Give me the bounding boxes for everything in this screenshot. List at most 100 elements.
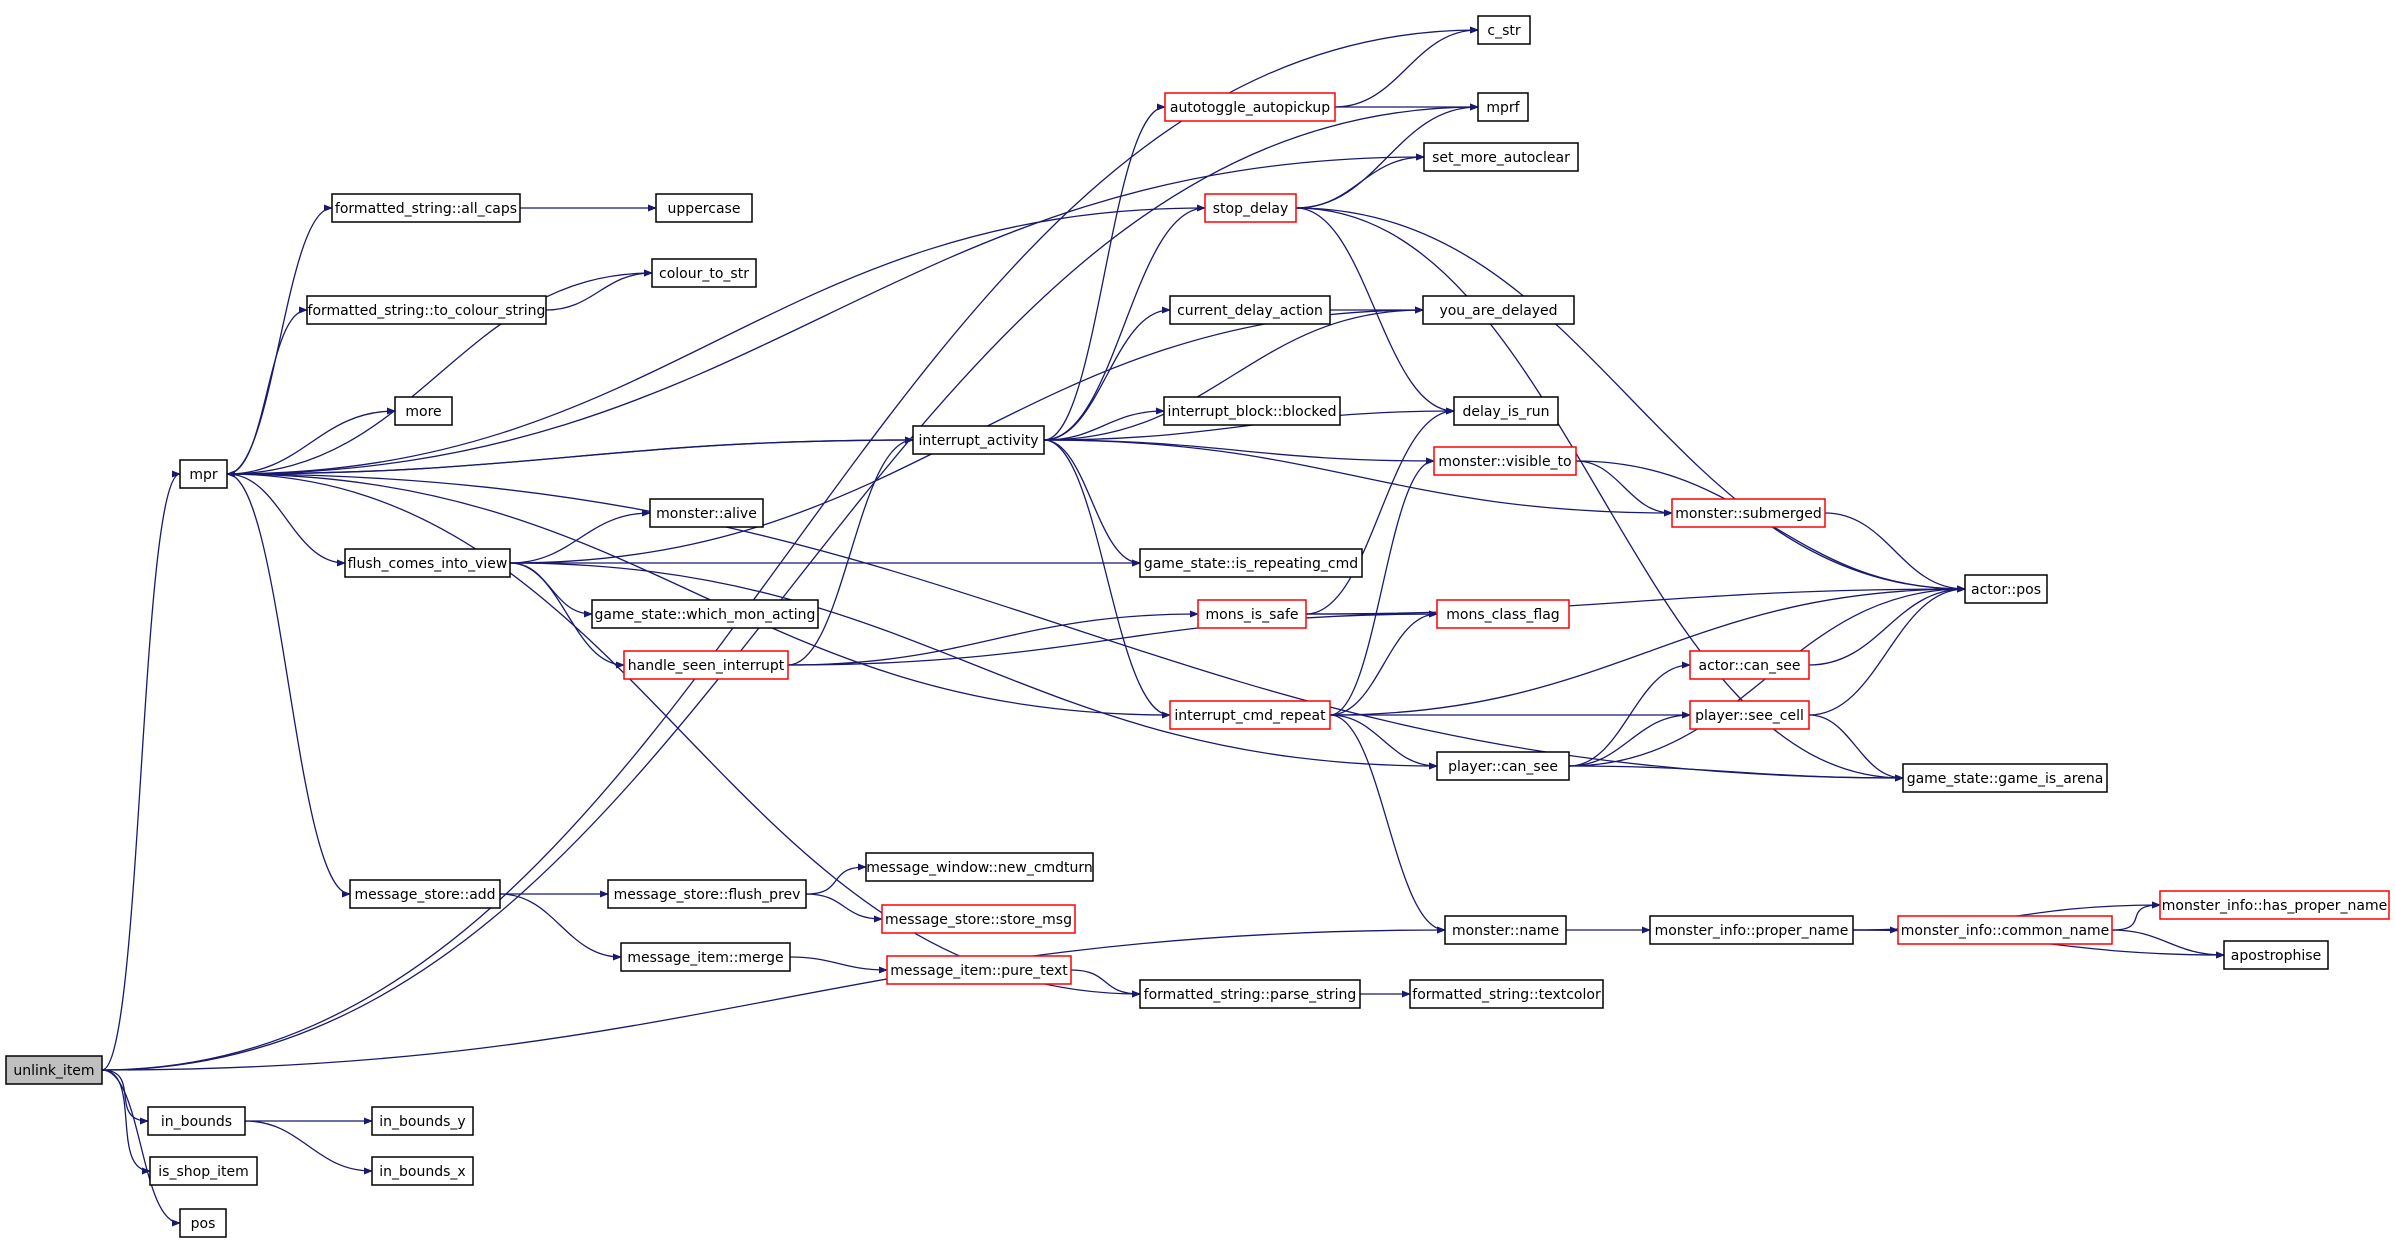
- node-box[interactable]: [1422, 295, 1575, 325]
- node-box[interactable]: [1964, 574, 2048, 604]
- node-merge[interactable]: message_item::merge: [620, 942, 791, 972]
- node-box[interactable]: [1423, 142, 1579, 172]
- node-in-bounds-x[interactable]: in_bounds_x: [371, 1156, 474, 1186]
- node-box[interactable]: [1169, 700, 1331, 730]
- node-box[interactable]: [1197, 599, 1307, 629]
- node-store-msg[interactable]: message_store::store_msg: [881, 904, 1076, 934]
- node-uppercase[interactable]: uppercase: [655, 193, 753, 223]
- node-box[interactable]: [881, 904, 1076, 934]
- node-parse-string[interactable]: formatted_string::parse_string: [1139, 979, 1361, 1009]
- node-alive[interactable]: monster::alive: [649, 498, 764, 528]
- node-box[interactable]: [1139, 548, 1363, 578]
- node-actor-pos[interactable]: actor::pos: [1964, 574, 2048, 604]
- node-is-shop-item[interactable]: is_shop_item: [149, 1156, 258, 1186]
- node-box[interactable]: [371, 1106, 474, 1136]
- node-common-name[interactable]: monster_info::common_name: [1897, 915, 2113, 945]
- node-mons-class-flag[interactable]: mons_class_flag: [1436, 599, 1570, 629]
- node-interrupt-activity[interactable]: interrupt_activity: [912, 425, 1045, 455]
- node-box[interactable]: [591, 599, 819, 629]
- node-which-mon[interactable]: game_state::which_mon_acting: [591, 599, 819, 629]
- node-current-delay[interactable]: current_delay_action: [1169, 295, 1331, 325]
- node-textcolor[interactable]: formatted_string::textcolor: [1409, 979, 1604, 1009]
- node-box[interactable]: [149, 1156, 258, 1186]
- node-box[interactable]: [651, 258, 757, 288]
- node-flush-prev[interactable]: message_store::flush_prev: [607, 879, 807, 909]
- node-box[interactable]: [620, 942, 791, 972]
- node-box[interactable]: [1163, 396, 1341, 426]
- node-box[interactable]: [1649, 915, 1854, 945]
- node-to-colour-string[interactable]: formatted_string::to_colour_string: [306, 295, 547, 325]
- node-all-caps[interactable]: formatted_string::all_caps: [331, 193, 521, 223]
- node-colour-to-str[interactable]: colour_to_str: [651, 258, 757, 288]
- node-box[interactable]: [1902, 763, 2108, 793]
- node-ms-add[interactable]: message_store::add: [349, 879, 501, 909]
- node-box[interactable]: [306, 295, 547, 325]
- node-handle-seen[interactable]: handle_seen_interrupt: [623, 650, 789, 680]
- node-c-str[interactable]: c_str: [1477, 15, 1531, 45]
- node-monster-name[interactable]: monster::name: [1444, 915, 1567, 945]
- node-box[interactable]: [649, 498, 764, 528]
- node-box[interactable]: [349, 879, 501, 909]
- node-box[interactable]: [1409, 979, 1604, 1009]
- node-pos[interactable]: pos: [179, 1208, 227, 1238]
- node-box[interactable]: [1671, 498, 1826, 528]
- node-visible-to[interactable]: monster::visible_to: [1433, 446, 1577, 476]
- node-autotoggle[interactable]: autotoggle_autopickup: [1164, 92, 1336, 122]
- node-set-more[interactable]: set_more_autoclear: [1423, 142, 1579, 172]
- node-box[interactable]: [1204, 193, 1297, 223]
- node-box[interactable]: [331, 193, 521, 223]
- node-box[interactable]: [5, 1055, 103, 1085]
- node-box[interactable]: [607, 879, 807, 909]
- node-box[interactable]: [1139, 979, 1361, 1009]
- node-has-proper-name[interactable]: monster_info::has_proper_name: [2159, 890, 2390, 920]
- node-box[interactable]: [912, 425, 1045, 455]
- node-box[interactable]: [147, 1106, 246, 1136]
- node-delay-is-run[interactable]: delay_is_run: [1453, 396, 1559, 426]
- node-interrupt-cmd[interactable]: interrupt_cmd_repeat: [1169, 700, 1331, 730]
- node-box[interactable]: [179, 459, 228, 489]
- node-pure-text[interactable]: message_item::pure_text: [886, 955, 1072, 985]
- node-blocked[interactable]: interrupt_block::blocked: [1163, 396, 1341, 426]
- node-actor-can-see[interactable]: actor::can_see: [1689, 650, 1810, 680]
- node-box[interactable]: [2159, 890, 2390, 920]
- node-unlink-item[interactable]: unlink_item: [5, 1055, 103, 1085]
- node-box[interactable]: [1444, 915, 1567, 945]
- node-box[interactable]: [1689, 650, 1810, 680]
- node-box[interactable]: [1436, 751, 1570, 781]
- node-submerged[interactable]: monster::submerged: [1671, 498, 1826, 528]
- node-box[interactable]: [1897, 915, 2113, 945]
- node-box[interactable]: [886, 955, 1072, 985]
- node-box[interactable]: [1453, 396, 1559, 426]
- node-box[interactable]: [2223, 940, 2329, 970]
- node-box[interactable]: [371, 1156, 474, 1186]
- node-player-can-see[interactable]: player::can_see: [1436, 751, 1570, 781]
- node-box[interactable]: [865, 852, 1094, 882]
- node-see-cell[interactable]: player::see_cell: [1689, 700, 1810, 730]
- node-apostrophise[interactable]: apostrophise: [2223, 940, 2329, 970]
- node-more[interactable]: more: [394, 396, 453, 426]
- node-box[interactable]: [394, 396, 453, 426]
- node-in-bounds[interactable]: in_bounds: [147, 1106, 246, 1136]
- node-box[interactable]: [1164, 92, 1336, 122]
- node-is-repeating[interactable]: game_state::is_repeating_cmd: [1139, 548, 1363, 578]
- node-box[interactable]: [1477, 92, 1529, 122]
- node-you-are-delayed[interactable]: you_are_delayed: [1422, 295, 1575, 325]
- node-box[interactable]: [655, 193, 753, 223]
- node-game-is-arena[interactable]: game_state::game_is_arena: [1902, 763, 2108, 793]
- node-mprf[interactable]: mprf: [1477, 92, 1529, 122]
- node-box[interactable]: [1477, 15, 1531, 45]
- node-box[interactable]: [1689, 700, 1810, 730]
- node-mons-is-safe[interactable]: mons_is_safe: [1197, 599, 1307, 629]
- node-box[interactable]: [344, 548, 511, 578]
- node-stop-delay[interactable]: stop_delay: [1204, 193, 1297, 223]
- node-box[interactable]: [1169, 295, 1331, 325]
- node-mpr[interactable]: mpr: [179, 459, 228, 489]
- node-new-cmdturn[interactable]: message_window::new_cmdturn: [865, 852, 1094, 882]
- node-box[interactable]: [1433, 446, 1577, 476]
- node-box[interactable]: [179, 1208, 227, 1238]
- node-proper-name[interactable]: monster_info::proper_name: [1649, 915, 1854, 945]
- node-box[interactable]: [623, 650, 789, 680]
- node-in-bounds-y[interactable]: in_bounds_y: [371, 1106, 474, 1136]
- node-flush-comes[interactable]: flush_comes_into_view: [344, 548, 511, 578]
- node-box[interactable]: [1436, 599, 1570, 629]
